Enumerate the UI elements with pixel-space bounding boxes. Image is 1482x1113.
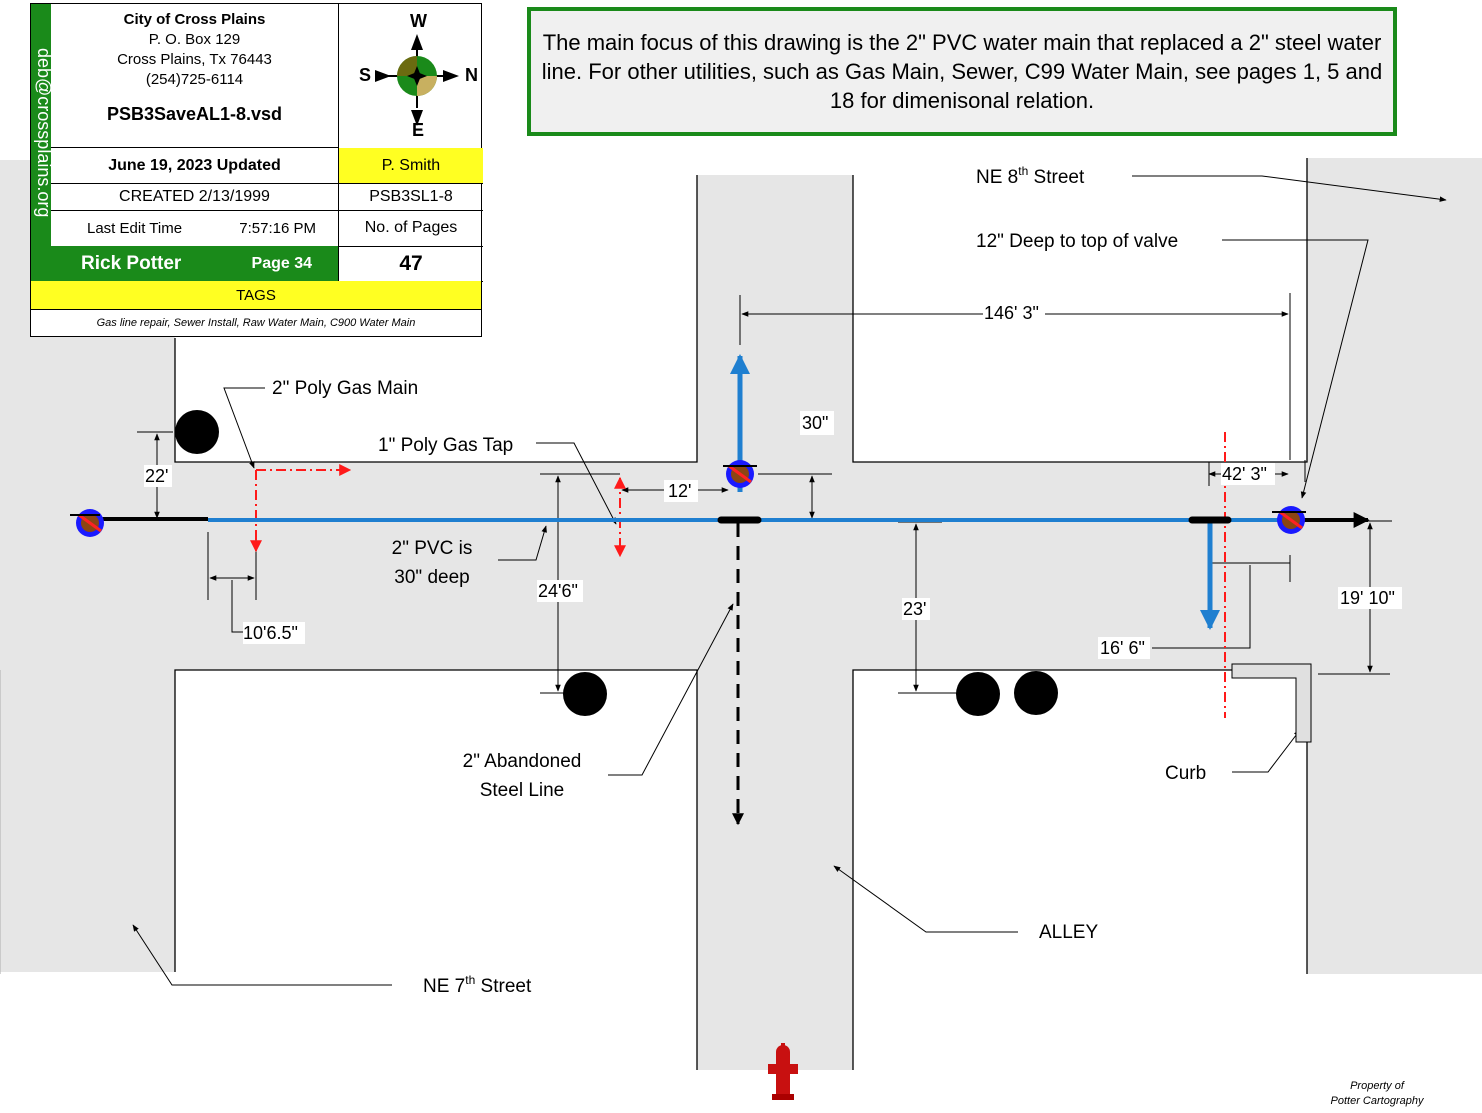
leader-ne8 — [1132, 175, 1447, 202]
street-label-ne7: NE 7th Street — [423, 973, 532, 997]
tree-marker — [175, 410, 219, 454]
pvc-label-line1: 2" PVC is — [392, 538, 473, 559]
svg-text:N: N — [465, 65, 478, 85]
row-tags-label: TAGS — [31, 281, 481, 310]
dim-30-text: 30" — [802, 413, 828, 433]
valve-east — [1272, 506, 1306, 534]
leader-ne7 — [132, 924, 392, 986]
leader-gas-tap — [536, 442, 617, 525]
leader-gas-main — [223, 387, 265, 469]
dim-16-6-text: 16' 6" — [1100, 638, 1145, 658]
updated-date: June 19, 2023 Updated — [51, 148, 339, 183]
tree-marker — [1014, 671, 1058, 715]
east-cross-road — [1307, 158, 1482, 974]
leader-lines — [132, 175, 1447, 986]
org-city: Cross Plains, Tx 76443 — [117, 51, 272, 68]
dimension-texts: 146' 3" 42' 3" 30" 12' 22' 10'6.5" 24'6"… — [144, 302, 1402, 659]
drawing-note: The main focus of this drawing is the 2"… — [527, 7, 1397, 136]
org-po-box: P. O. Box 129 — [148, 31, 241, 48]
road-edges — [0, 158, 1308, 1070]
compass-rose-icon: W E S N — [339, 4, 483, 148]
dim-12-text: 12' — [668, 481, 691, 501]
title-block: deb@crossplains.org City of Cross Plains… — [30, 3, 483, 337]
curb-shape — [1231, 663, 1312, 743]
valve-depth-label: 12" Deep to top of valve — [976, 231, 1178, 252]
abandoned-label-line2: Steel Line — [480, 780, 565, 801]
dim-23-text: 23' — [903, 599, 926, 619]
author-name: Rick Potter — [81, 252, 182, 274]
valve-center — [723, 460, 757, 488]
alley-label: ALLEY — [1039, 922, 1098, 943]
org-name: City of Cross Plains — [123, 11, 266, 28]
row-last-edit: Last Edit Time 7:57:16 PM No. of Pages — [51, 210, 483, 247]
created-date: CREATED 2/13/1999 — [51, 183, 339, 210]
tree-markers — [175, 410, 1058, 716]
pvc-label-line2: 30" deep — [394, 567, 469, 588]
email-vertical: deb@crossplains.org — [34, 48, 54, 218]
page-number: Page 34 — [251, 254, 312, 272]
last-edit-time: 7:57:16 PM — [239, 219, 316, 237]
street-label-ne8: NE 8th Street — [976, 164, 1085, 188]
tags-label: TAGS — [236, 286, 276, 304]
abandoned-label-line1: 2" Abandoned — [463, 751, 582, 772]
dim-19-10-text: 19' 10" — [1340, 588, 1395, 608]
valve-west — [70, 509, 104, 537]
tree-marker — [563, 672, 607, 716]
alley-road — [697, 175, 853, 1070]
row-author: Rick Potter Page 34 47 — [51, 246, 483, 282]
leader-curb — [1232, 729, 1301, 773]
row-created: CREATED 2/13/1999 PSB3SL1-8 — [51, 183, 483, 211]
dim-10-6-5-text: 10'6.5" — [243, 623, 298, 643]
tree-marker — [956, 672, 1000, 716]
last-edit: Last Edit Time 7:57:16 PM — [51, 210, 339, 246]
page-count: 47 — [399, 251, 423, 275]
gas-tap-label: 1" Poly Gas Tap — [378, 435, 513, 456]
svg-text:W: W — [410, 11, 427, 31]
leader-alley — [833, 865, 1018, 933]
leader-valve-depth — [1222, 239, 1369, 499]
svg-text:E: E — [412, 120, 424, 140]
dim-146-3-text: 146' 3" — [984, 303, 1039, 323]
org-header: City of Cross Plains P. O. Box 129 Cross… — [51, 4, 339, 148]
dimension-lines — [137, 293, 1392, 694]
curb-label: Curb — [1165, 763, 1206, 784]
leader-pvc — [498, 525, 547, 561]
row-updated: June 19, 2023 Updated P. Smith — [51, 148, 483, 184]
map-code: PSB3SL1-8 — [369, 187, 453, 205]
row-tags: Gas line repair, Sewer Install, Raw Wate… — [31, 309, 481, 336]
author-cell: Rick Potter Page 34 — [51, 246, 339, 281]
gas-main-label: 2" Poly Gas Main — [272, 378, 418, 399]
dim-24-6-text: 24'6" — [538, 581, 578, 601]
footer-credit: Property of Potter Cartography — [1318, 1079, 1436, 1109]
fire-hydrant-icon — [768, 1043, 798, 1100]
footer-line2: Potter Cartography — [1330, 1095, 1424, 1107]
footer-line1: Property of — [1350, 1080, 1404, 1092]
svg-text:S: S — [359, 65, 371, 85]
file-name: PSB3SaveAL1-8.vsd — [106, 104, 283, 124]
dim-42-3-text: 42' 3" — [1222, 464, 1267, 484]
editor-name: P. Smith — [339, 148, 483, 183]
leader-abandoned — [608, 603, 734, 776]
org-phone: (254)725-6114 — [145, 71, 244, 88]
dim-22-text: 22' — [145, 466, 168, 486]
last-edit-label: Last Edit Time — [87, 219, 183, 237]
pages-label: No. of Pages — [364, 219, 458, 236]
tags-list: Gas line repair, Sewer Install, Raw Wate… — [96, 316, 416, 329]
email-sidebar: deb@crossplains.org — [31, 4, 54, 281]
